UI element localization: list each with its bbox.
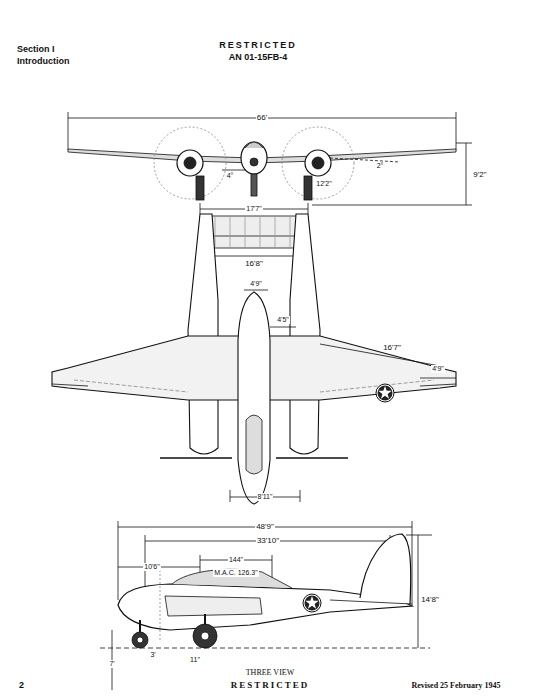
section-title: Introduction [16, 57, 71, 66]
dimension-label: 4'5" [276, 316, 290, 323]
dimension-label: 17'7" [245, 205, 263, 212]
plan-view [52, 214, 456, 504]
dimension-label: 33'10" [256, 537, 280, 545]
dimension-label: 4'9" [431, 365, 445, 372]
dimension-label: 16'8" [244, 260, 264, 268]
dimension-label: 14'8" [420, 596, 440, 604]
security-mark: RESTRICTED [218, 41, 298, 50]
mac-label: M.A.C. 126.3" [213, 569, 258, 576]
angle-label: 2° [376, 162, 385, 169]
dimension-label: 144" [228, 556, 244, 563]
dimension-label: 4'9" [249, 280, 263, 287]
dimension-label: 66' [256, 114, 268, 122]
page-number: 2 [18, 681, 25, 690]
dimension-label: 3' [149, 651, 156, 658]
dimension-label: 9'2" [472, 171, 487, 179]
dimension-label: 11" [189, 656, 201, 663]
revision-date: Revised 25 February 1945 [410, 682, 501, 690]
dimension-label: 12'2" [315, 180, 333, 187]
dimension-label: 16'7" [382, 344, 402, 352]
security-mark: RESTRICTED [230, 681, 311, 690]
front-view [68, 112, 472, 214]
dimension-label: 48'9" [255, 523, 275, 531]
dimension-label: 7' [108, 660, 115, 667]
side-view [100, 521, 432, 690]
dimension-label: 10'6" [143, 563, 161, 570]
document-number: AN 01-15FB-4 [228, 53, 289, 62]
dimension-label: 8'11" [257, 493, 274, 500]
section-number: Section I [16, 45, 56, 54]
figure-caption: THREE VIEW [245, 669, 296, 677]
angle-label: 4° [226, 172, 235, 179]
